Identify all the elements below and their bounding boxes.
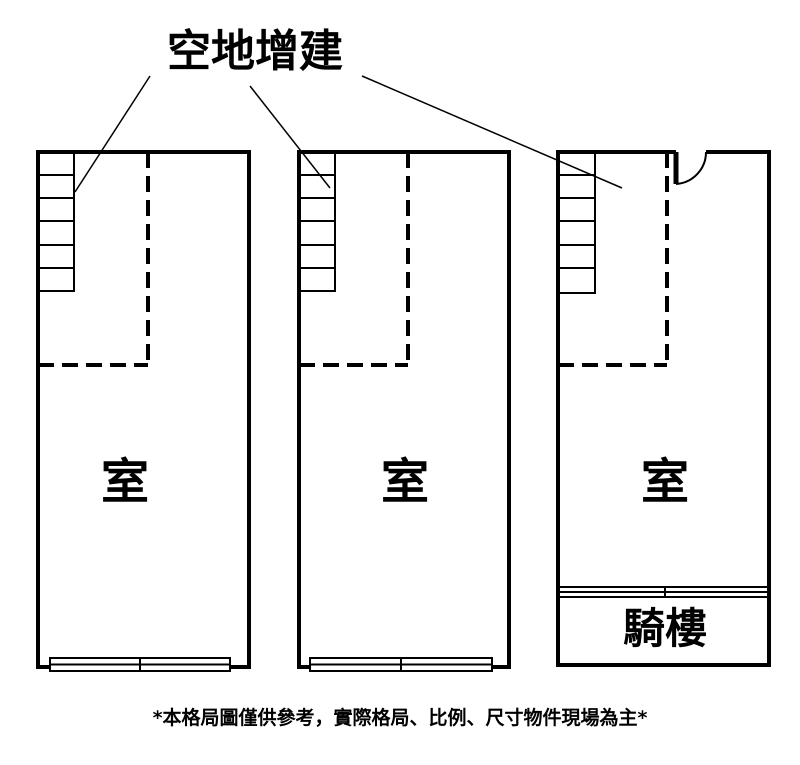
- unit-3-outer-wall: [556, 150, 771, 667]
- floor-plan-unit-3: 室 騎樓: [556, 150, 771, 667]
- floor-plan-unit-1: 室: [36, 150, 251, 672]
- unit-3-arcade-divider: [558, 586, 769, 598]
- unit-2-outer-wall: [297, 150, 511, 669]
- unit-2-staircase: [298, 151, 336, 292]
- diagram-title: 空地增建: [167, 26, 343, 77]
- unit-3-room-label: 室: [641, 454, 689, 510]
- unit-2-window: [309, 657, 493, 672]
- unit-1-outer-wall: [36, 150, 251, 669]
- unit-1-staircase: [37, 151, 75, 292]
- unit-3-staircase: [557, 151, 596, 294]
- unit-3-arcade-label: 騎樓: [623, 604, 707, 653]
- unit-1-room-label: 室: [101, 454, 149, 510]
- disclaimer-footnote: *本格局圖僅供參考，實際格局、比例、尺寸物件現場為主*: [153, 706, 648, 729]
- door-swing-arc: [675, 151, 708, 185]
- unit-2-extension-boundary: [299, 152, 410, 367]
- unit-1-extension-boundary: [38, 152, 150, 367]
- unit-3-door: [673, 151, 708, 185]
- leader-line-unit-1: [74, 75, 151, 193]
- unit-2-room-label: 室: [381, 454, 429, 510]
- title-leader-lines: [74, 75, 623, 193]
- floor-plan-unit-2: 室: [297, 150, 511, 672]
- leader-line-unit-2: [249, 85, 331, 189]
- unit-1-window: [49, 657, 231, 672]
- leader-line-unit-3: [361, 75, 623, 189]
- unit-3-extension-boundary: [558, 152, 669, 367]
